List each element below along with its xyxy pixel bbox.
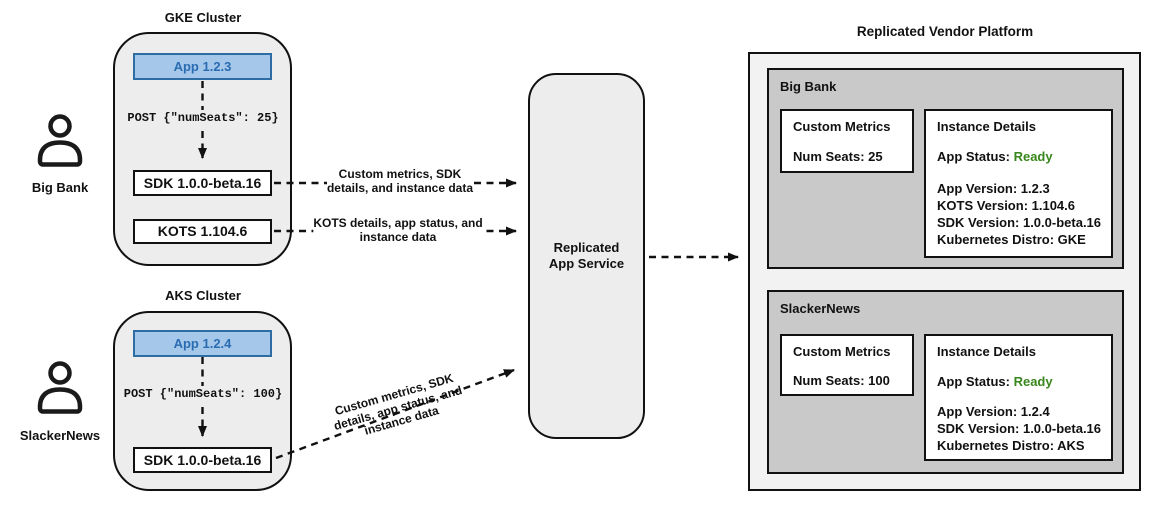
instance-details-title: Instance Details xyxy=(937,344,1036,359)
arrow-label-kots-data: KOTS details, app status, and instance d… xyxy=(313,216,483,244)
slackernews-user-icon xyxy=(37,361,83,414)
arrow-label-sdk-data: Custom metrics, SDK details, and instanc… xyxy=(326,167,474,195)
aks-app-box: App 1.2.4 xyxy=(133,330,272,357)
detail-line: App Version: 1.2.3 xyxy=(937,181,1050,196)
app-status-value: Ready xyxy=(1013,374,1053,389)
arrow-label-line: Custom metrics, SDK xyxy=(338,167,462,181)
custom-metrics-card: Custom Metrics Num Seats: 100 xyxy=(780,334,914,396)
tenant-name: SlackerNews xyxy=(780,301,861,316)
app-status-label: App Status: xyxy=(937,149,1010,164)
detail-line: SDK Version: 1.0.0-beta.16 xyxy=(937,421,1102,436)
slackernews-actor-label: SlackerNews xyxy=(19,428,101,443)
app-status-line: App Status: Ready xyxy=(937,374,1053,389)
gke-post-request-label: POST {"numSeats": 25} xyxy=(124,110,282,126)
custom-metrics-title: Custom Metrics xyxy=(793,119,891,134)
aks-cluster-title: AKS Cluster xyxy=(165,288,241,303)
detail-line: Kubernetes Distro: AKS xyxy=(937,438,1085,453)
service-title-line: Replicated xyxy=(553,240,620,255)
detail-line: SDK Version: 1.0.0-beta.16 xyxy=(937,215,1102,230)
custom-metrics-card: Custom Metrics Num Seats: 25 xyxy=(780,109,914,173)
tenant-panel-big-bank: Big Bank Custom Metrics Num Seats: 25 In… xyxy=(767,68,1124,269)
app-status-line: App Status: Ready xyxy=(937,149,1053,164)
instance-details-title: Instance Details xyxy=(937,119,1036,134)
gke-kots-box: KOTS 1.104.6 xyxy=(133,219,272,244)
app-status-label: App Status: xyxy=(937,374,1010,389)
detail-line: KOTS Version: 1.104.6 xyxy=(937,198,1076,213)
arrow-label-line: instance data xyxy=(359,229,437,244)
instance-details-card: Instance Details App Status: Ready App V… xyxy=(924,109,1113,258)
gke-app-box: App 1.2.3 xyxy=(133,53,272,80)
num-seats-value: Num Seats: 25 xyxy=(793,149,883,164)
big-bank-actor-label: Big Bank xyxy=(31,180,89,195)
service-title-line: App Service xyxy=(548,256,625,271)
detail-line: Kubernetes Distro: GKE xyxy=(937,232,1086,247)
app-status-value: Ready xyxy=(1013,149,1053,164)
gke-sdk-box: SDK 1.0.0-beta.16 xyxy=(133,170,272,196)
custom-metrics-title: Custom Metrics xyxy=(793,344,891,359)
tenant-name: Big Bank xyxy=(780,79,837,94)
aks-sdk-box: SDK 1.0.0-beta.16 xyxy=(133,447,272,473)
tenant-panel-slackernews: SlackerNews Custom Metrics Num Seats: 10… xyxy=(767,290,1124,474)
gke-cluster-title: GKE Cluster xyxy=(164,10,242,25)
replicated-app-service-box: Replicated App Service xyxy=(528,73,645,439)
arrow-label-line: KOTS details, app status, and xyxy=(313,216,483,230)
num-seats-value: Num Seats: 100 xyxy=(793,373,890,388)
vendor-platform-title: Replicated Vendor Platform xyxy=(856,24,1034,39)
arrow-aks-sdk-to-service xyxy=(275,368,515,460)
aks-post-request-label: POST {"numSeats": 100} xyxy=(120,386,286,402)
arrow-label-line: details, and instance data xyxy=(326,180,474,195)
detail-line: App Version: 1.2.4 xyxy=(937,404,1050,419)
big-bank-user-icon xyxy=(37,114,83,167)
instance-details-card: Instance Details App Status: Ready App V… xyxy=(924,334,1113,461)
